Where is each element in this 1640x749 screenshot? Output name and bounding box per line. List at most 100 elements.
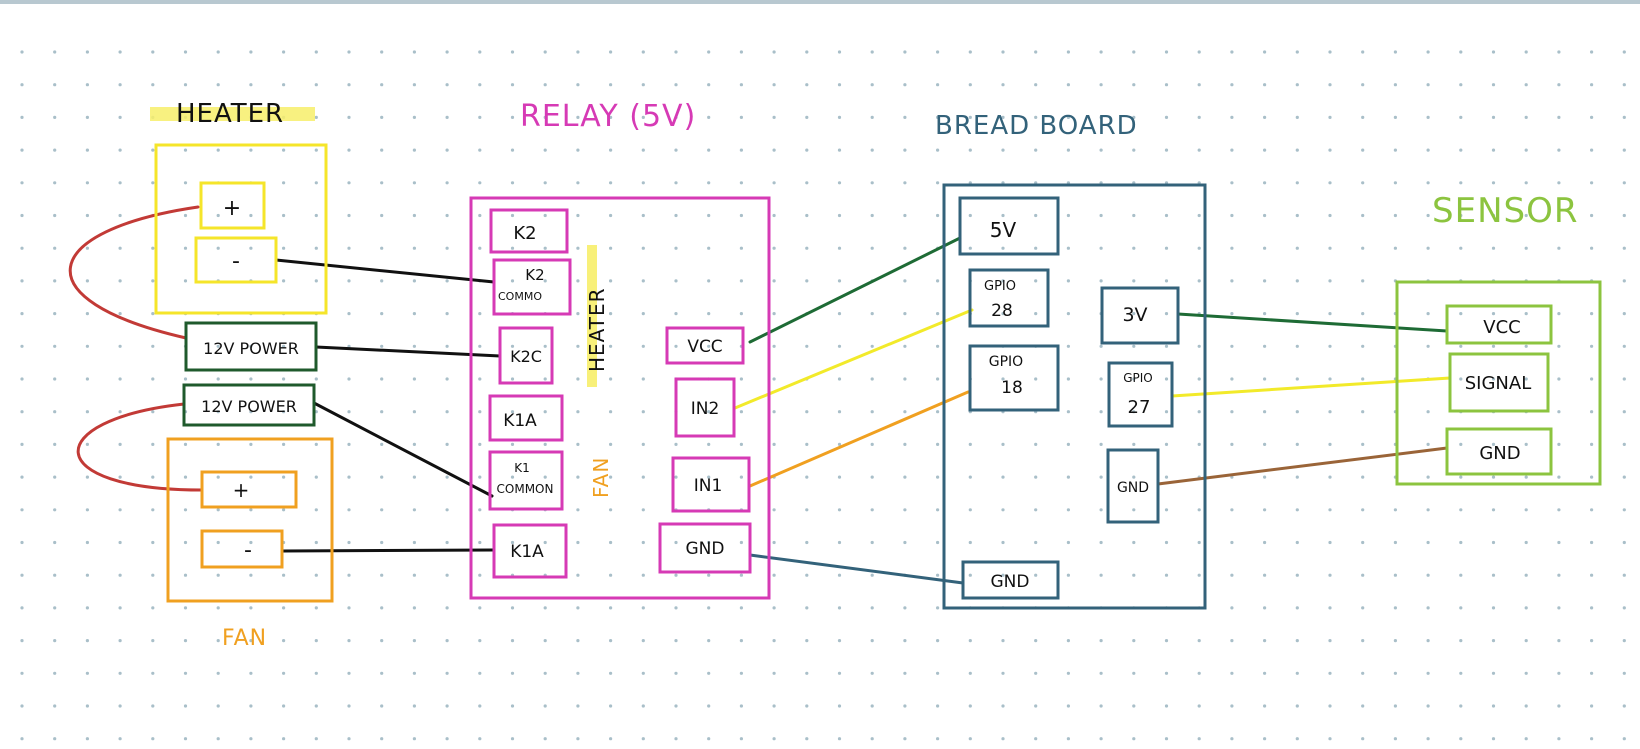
- grid-dot: [674, 181, 678, 185]
- grid-dot: [478, 312, 482, 316]
- grid-dot: [1001, 148, 1005, 152]
- relay-box: [469, 196, 771, 600]
- grid-dot: [739, 246, 744, 250]
- grid-dot: [1590, 344, 1594, 348]
- grid-dot: [936, 344, 940, 348]
- grid-dot: [1066, 671, 1070, 675]
- grid-dot: [1491, 639, 1496, 643]
- grid-dot: [53, 246, 57, 250]
- grid-dot: [707, 540, 711, 545]
- grid-dot: [412, 540, 416, 545]
- grid-dot: [1459, 50, 1463, 54]
- grid-dot: [1491, 50, 1496, 54]
- grid-dot: [412, 671, 416, 675]
- grid-dot: [543, 475, 547, 479]
- grid-dot: [641, 377, 645, 381]
- grid-dot: [1328, 442, 1332, 446]
- grid-dot: [445, 442, 449, 446]
- grid-dot: [347, 410, 351, 414]
- grid-dot: [282, 246, 286, 250]
- grid-dot: [936, 148, 940, 152]
- grid-dot: [20, 704, 24, 708]
- grid-dot: [1491, 83, 1496, 87]
- grid-dot: [1164, 83, 1169, 87]
- grid-dot: [903, 540, 907, 545]
- grid-dot: [1426, 671, 1430, 675]
- grid-dot: [837, 639, 842, 643]
- grid-dot: [739, 737, 744, 741]
- grid-dot: [85, 639, 89, 643]
- grid-dot: [1393, 181, 1397, 185]
- grid-dot: [282, 148, 286, 152]
- grid-dot: [1034, 737, 1038, 741]
- grid-dot: [1557, 737, 1561, 741]
- grid-dot: [576, 671, 580, 675]
- grid-dot: [1590, 475, 1594, 479]
- sensor-group: SENSOR VCC SIGNAL GND: [1395, 191, 1602, 486]
- grid-dot: [85, 279, 89, 283]
- grid-dot: [347, 279, 351, 283]
- grid-dot: [478, 737, 482, 741]
- grid-dot: [1393, 606, 1397, 610]
- grid-dot: [478, 83, 482, 87]
- grid-dot: [412, 312, 416, 316]
- grid-dot: [837, 410, 842, 414]
- relay-k1-common-label-a: K1: [514, 461, 530, 475]
- grid-dot: [445, 704, 449, 708]
- grid-dot: [870, 246, 874, 250]
- grid-dot: [1491, 475, 1496, 479]
- grid-dot: [674, 148, 678, 152]
- grid-dot: [1263, 573, 1267, 577]
- grid-dot: [118, 573, 122, 577]
- grid-dot: [314, 213, 318, 218]
- grid-dot: [1295, 540, 1299, 545]
- grid-dot: [1328, 410, 1332, 414]
- grid-dot: [576, 312, 580, 316]
- grid-dot: [1034, 115, 1038, 119]
- grid-dot: [1524, 704, 1528, 708]
- grid-dot: [772, 148, 776, 152]
- grid-dot: [380, 639, 384, 643]
- grid-dot: [1491, 671, 1496, 675]
- grid-dot: [837, 442, 842, 446]
- grid-dot: [183, 442, 188, 446]
- grid-dot: [1361, 377, 1365, 381]
- grid-dot: [478, 540, 482, 545]
- grid-dot: [20, 312, 24, 316]
- grid-dot: [1001, 639, 1005, 643]
- grid-dot: [20, 540, 24, 545]
- grid-dot: [1426, 737, 1430, 741]
- grid-dot: [510, 377, 515, 381]
- power-group: 12V POWER 12V POWER: [182, 321, 318, 427]
- grid-dot: [380, 83, 384, 87]
- grid-dot: [1034, 508, 1038, 512]
- grid-dot: [282, 377, 286, 381]
- grid-dot: [1263, 344, 1267, 348]
- grid-dot: [347, 181, 351, 185]
- grid-dot: [739, 475, 744, 479]
- grid-dot: [1426, 312, 1430, 316]
- grid-dot: [936, 213, 940, 218]
- grid-dot: [1524, 50, 1528, 54]
- grid-dot: [837, 246, 842, 250]
- grid-dot: [609, 181, 613, 185]
- relay-k2-label: K2: [513, 223, 536, 244]
- grid-dot: [1328, 737, 1332, 741]
- grid-dot: [903, 639, 907, 643]
- heater-plus-label: +: [223, 196, 241, 221]
- grid-dot: [870, 475, 874, 479]
- grid-dot: [1328, 639, 1332, 643]
- grid-dot: [1491, 508, 1496, 512]
- grid-dot: [903, 83, 907, 87]
- grid-dot: [151, 148, 155, 152]
- grid-dot: [870, 213, 874, 218]
- wire-fan-plus-to-power: [76, 402, 204, 492]
- grid-dot: [151, 508, 155, 512]
- relay-k1a-bottom: [492, 523, 568, 579]
- grid-dot: [249, 410, 253, 414]
- grid-dot: [1524, 540, 1528, 545]
- grid-dot: [543, 737, 547, 741]
- grid-dot: [380, 573, 384, 577]
- grid-dot: [903, 410, 907, 414]
- grid-dot: [1066, 639, 1070, 643]
